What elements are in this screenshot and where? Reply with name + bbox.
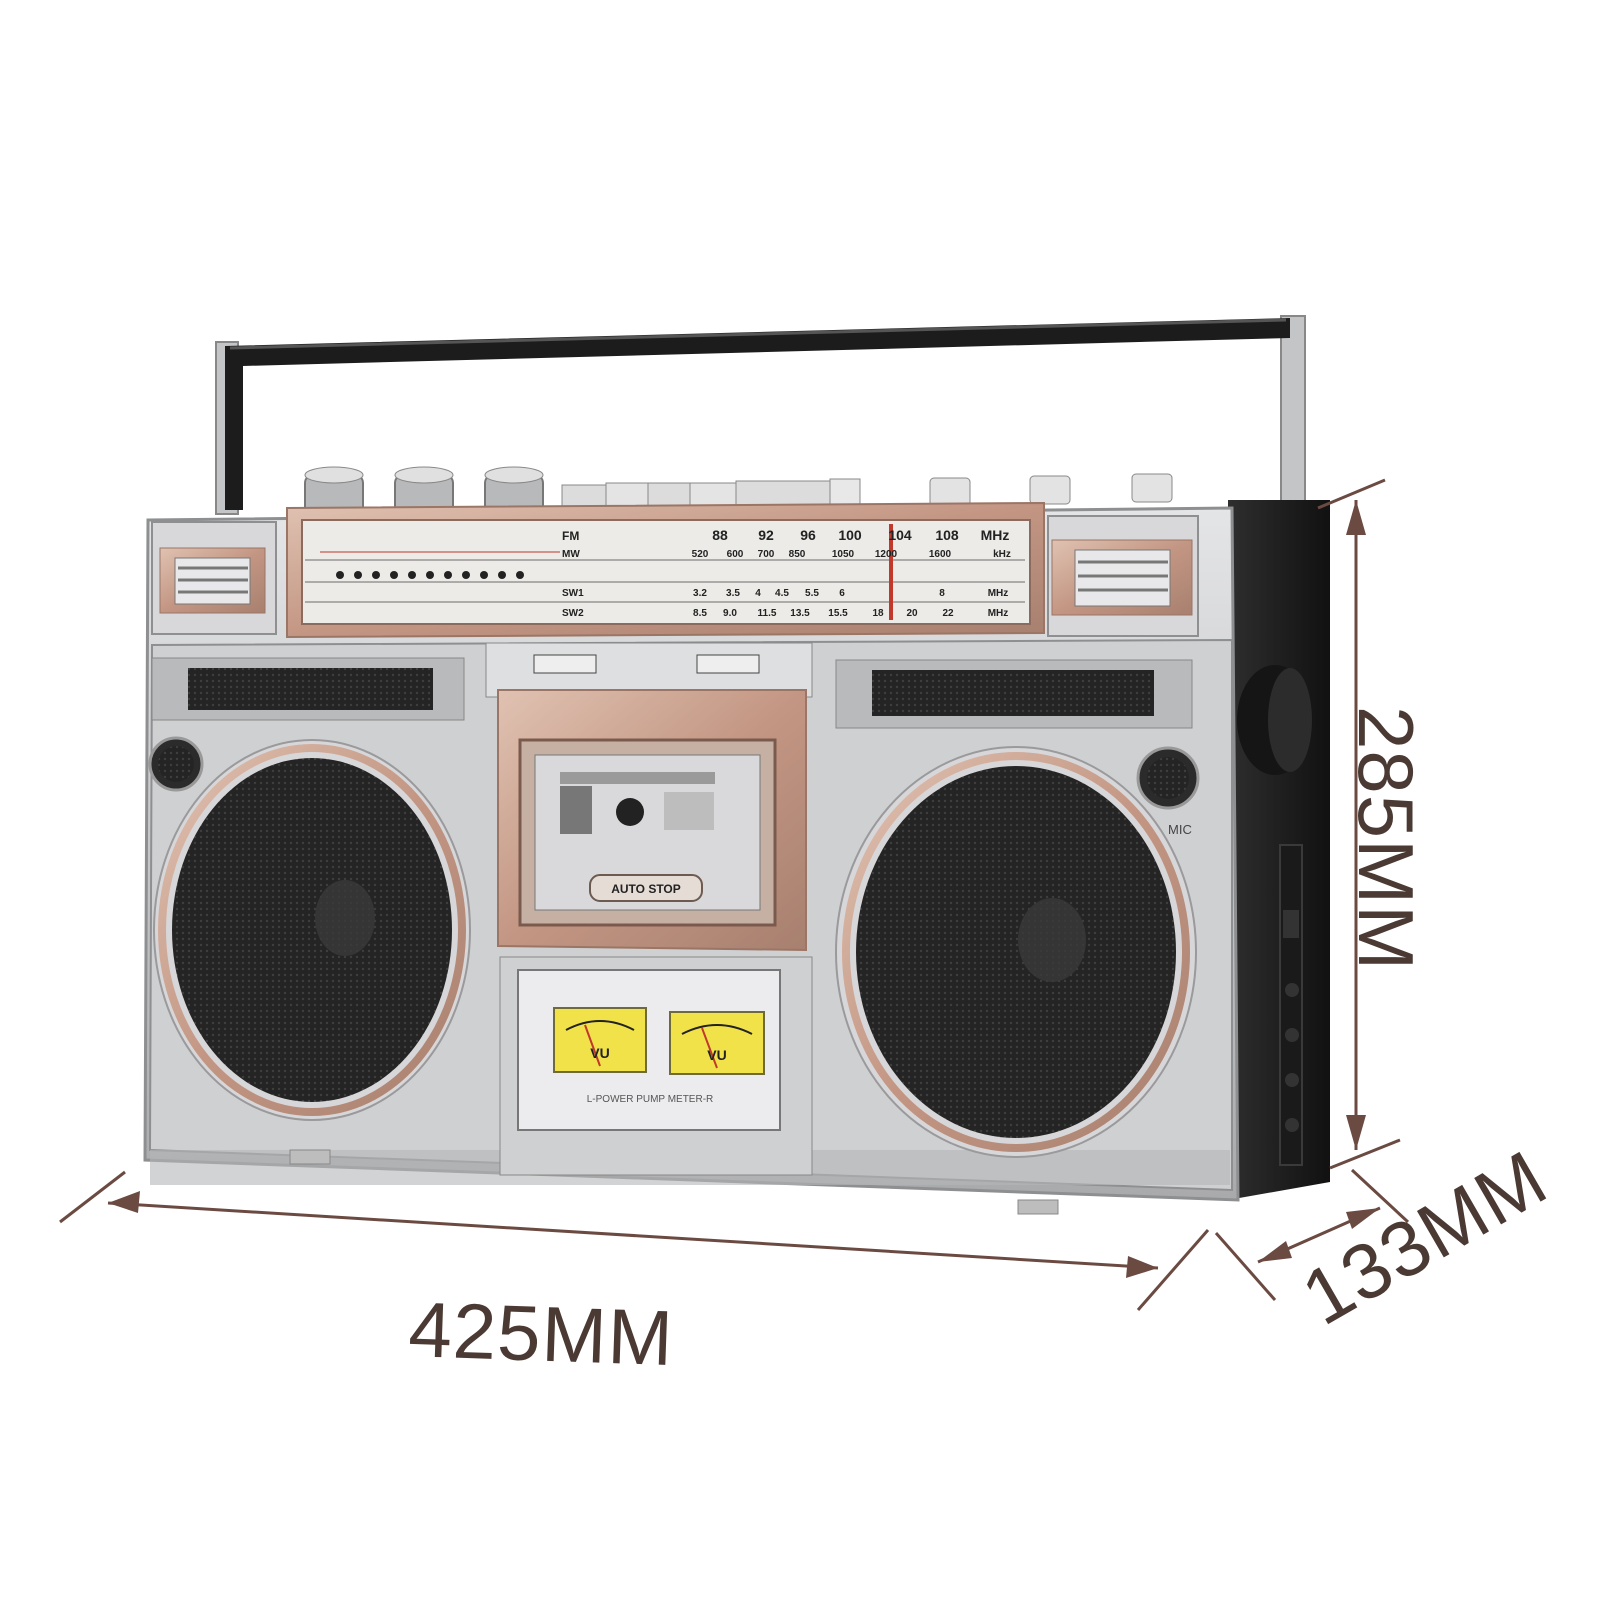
mw-tick-label: 1050 [832, 549, 855, 560]
dial-dots [336, 571, 524, 579]
sw2-tick-label: 13.5 [790, 608, 810, 619]
sw1-tick-label: 3.5 [726, 588, 740, 599]
function-switch[interactable] [1029, 475, 1071, 505]
meter-caption: L-POWER PUMP METER-R [587, 1094, 714, 1105]
sw1-tick-label: 4 [755, 588, 761, 599]
band-sw2-name: SW2 [562, 608, 584, 619]
mw-tick-label: 1600 [929, 549, 952, 560]
band-sw1-name: SW1 [562, 588, 584, 599]
cassette-section: AUTO STOP [485, 642, 813, 952]
side-jack [1285, 1028, 1299, 1042]
mw-tick-label: 520 [692, 549, 709, 560]
left-slider-panel [151, 521, 277, 635]
left-vu-label: VU [590, 1045, 609, 1061]
mw-tick-label: 600 [727, 549, 744, 560]
side-jack [1285, 983, 1299, 997]
sw2-tick-label: 11.5 [758, 608, 777, 619]
volume-knob[interactable] [304, 466, 364, 518]
fm-tick-label: 100 [838, 527, 862, 543]
usb-port [1283, 910, 1299, 938]
sw2-tick-label: 20 [906, 608, 918, 619]
fm-scale: 88 92 96 100 104 108 MHz [712, 527, 1009, 543]
sw1-unit: MHz [988, 588, 1009, 599]
right-slider-panel [1047, 515, 1199, 637]
fm-tick-label: 88 [712, 527, 728, 543]
right-vu-meter: VU [669, 1011, 765, 1075]
power-switch[interactable] [1131, 473, 1173, 503]
band-switch[interactable] [929, 477, 971, 507]
right-top-grille [835, 659, 1193, 729]
fm-tick-label: 96 [800, 527, 816, 543]
auto-stop-label: AUTO STOP [611, 882, 681, 896]
side-panel [1228, 500, 1330, 1200]
left-vu-meter: VU [553, 1007, 647, 1073]
band-fm-name: FM [562, 529, 579, 543]
height-dimension-line [1317, 478, 1401, 1170]
tuner-dial: FM MW SW1 SW2 88 92 96 100 104 108 MHz 5… [286, 501, 1045, 639]
auto-stop-plate [589, 874, 703, 902]
sw1-tick-label: 8 [939, 588, 945, 599]
sw2-unit: MHz [988, 608, 1009, 619]
width-dimension-line [59, 1170, 1210, 1311]
vu-meter-panel: VU VU L-POWER PUMP METER-R [499, 956, 813, 1176]
sw2-tick-label: 8.5 [693, 608, 707, 619]
fm-tick-label: 92 [758, 527, 774, 543]
band-mw-name: MW [562, 549, 580, 560]
mic-label: MIC [1168, 822, 1192, 837]
mw-tick-label: 1200 [875, 549, 898, 560]
fm-tick-label: 108 [935, 527, 959, 543]
height-dimension-label: 285MM [1342, 706, 1430, 972]
mw-unit: kHz [993, 549, 1011, 560]
sw1-tick-label: 3.2 [693, 588, 707, 599]
sw1-scale: 3.2 3.5 4 4.5 5.5 6 8 MHz [693, 588, 1008, 599]
sw2-tick-label: 18 [872, 608, 884, 619]
width-dimension-label: 425MM [407, 1285, 676, 1383]
sw1-tick-label: 6 [839, 588, 845, 599]
sw2-tick-label: 9.0 [723, 608, 737, 619]
depth-dimension-line [1214, 1168, 1410, 1301]
side-jack [1285, 1073, 1299, 1087]
sw2-tick-label: 15.5 [828, 608, 848, 619]
right-vu-label: VU [707, 1047, 726, 1063]
left-speaker [153, 739, 471, 1121]
sw1-tick-label: 5.5 [805, 588, 819, 599]
left-top-grille [151, 657, 465, 721]
right-tweeter [1136, 746, 1200, 810]
sw2-tick-label: 22 [942, 608, 954, 619]
side-jack [1285, 1118, 1299, 1132]
left-tweeter [148, 736, 204, 792]
mw-tick-label: 700 [758, 549, 775, 560]
sw2-scale: 8.5 9.0 11.5 13.5 15.5 18 20 22 MHz [693, 608, 1008, 619]
carry-handle [215, 315, 1306, 612]
mw-scale: 520 600 700 850 1050 1200 1600 kHz [692, 549, 1011, 560]
cassette-spindle [616, 798, 644, 826]
sw1-tick-label: 4.5 [775, 588, 789, 599]
right-speaker [835, 746, 1197, 1158]
mw-tick-label: 850 [789, 549, 806, 560]
fm-tick-label: 104 [888, 527, 912, 543]
foot [1017, 1199, 1059, 1215]
foot [289, 1149, 331, 1165]
fm-unit: MHz [981, 527, 1010, 543]
